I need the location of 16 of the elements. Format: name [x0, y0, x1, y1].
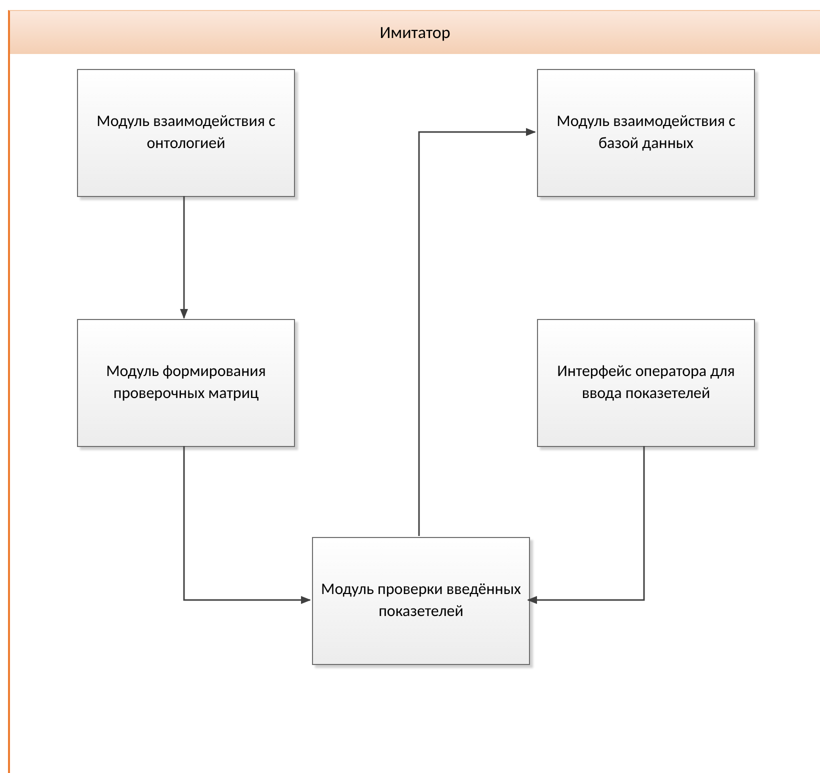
- box-label: Модуль формирования проверочных матриц: [105, 361, 267, 405]
- arrow: [183, 446, 311, 604]
- box-label: Модуль проверки введённых показетелей: [321, 579, 521, 623]
- box-label: Модуль взаимодействия с онтологией: [96, 111, 276, 155]
- process-box: [77, 69, 295, 197]
- process-box: [537, 319, 755, 447]
- arrow: [527, 446, 645, 604]
- box-label: Интерфейс оператора для ввода показетелей: [556, 361, 736, 405]
- pool-title: Имитатор: [380, 20, 450, 45]
- process-box: [77, 319, 295, 447]
- arrow: [180, 196, 188, 319]
- arrow: [418, 128, 536, 536]
- swimlane-pool: [8, 10, 820, 773]
- process-box: [537, 69, 755, 197]
- process-box: [312, 537, 530, 665]
- box-label: Модуль взаимодействия с базой данных: [556, 111, 736, 155]
